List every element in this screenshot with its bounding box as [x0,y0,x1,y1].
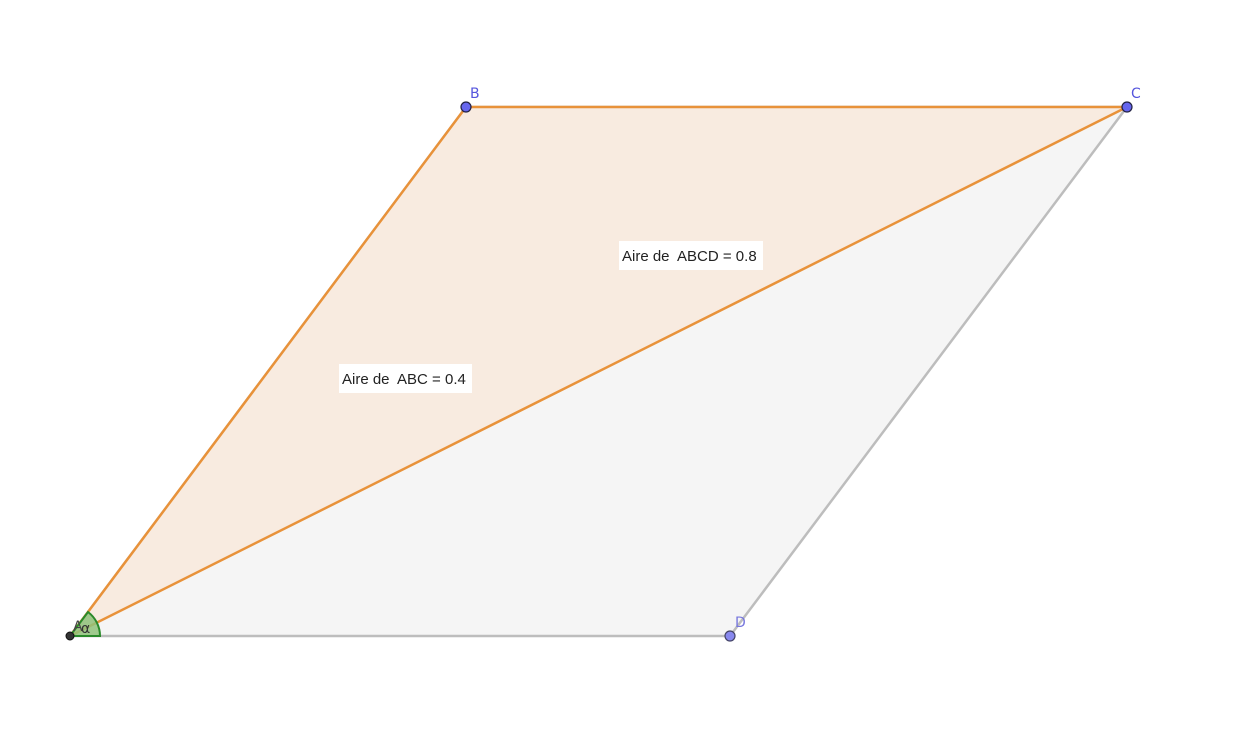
point-b[interactable] [460,101,472,113]
area-abcd-label[interactable]: Aire de ABCD = 0.8 [622,248,757,265]
point-a[interactable] [65,631,75,641]
area-abcd-box [619,241,763,270]
point-c[interactable] [1121,101,1133,113]
point-c-label: C [1131,86,1141,102]
point-b-label: B [470,86,480,102]
point-d-label: D [735,615,746,631]
triangle-abc[interactable] [68,105,1129,638]
area-abc-box [339,364,472,393]
area-abc-label[interactable]: Aire de ABC = 0.4 [342,371,466,388]
point-d[interactable] [724,630,736,642]
angle-alpha-label: α [81,621,90,637]
point-a-label: A [73,619,83,635]
angle-alpha-sector[interactable] [68,610,102,637]
